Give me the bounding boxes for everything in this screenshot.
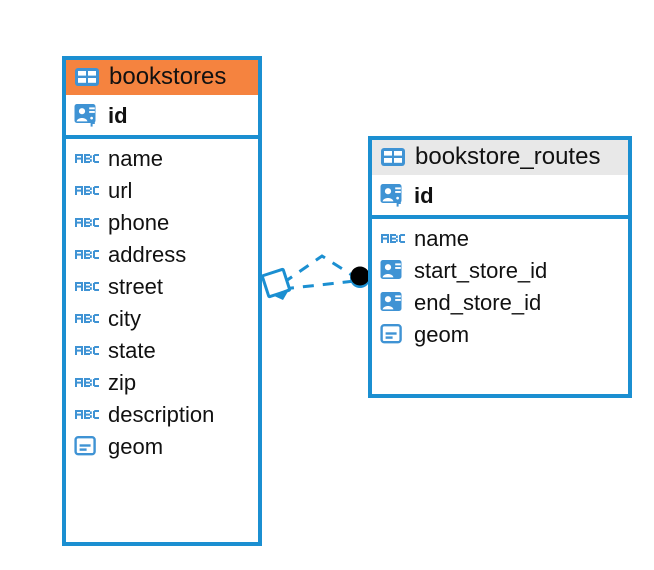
field-list-bookstores: name url bbox=[66, 139, 258, 467]
field-row-address[interactable]: address bbox=[66, 238, 258, 270]
abc-text-icon bbox=[75, 218, 99, 228]
geometry-icon bbox=[74, 436, 96, 456]
abc-text-icon bbox=[75, 282, 99, 292]
foreign-key-icon bbox=[380, 292, 402, 312]
abc-text-icon bbox=[75, 346, 99, 356]
entity-header-bookstore-routes[interactable]: bookstore_routes bbox=[372, 140, 628, 176]
relationship-line-upper bbox=[282, 254, 356, 285]
entity-bookstores[interactable]: bookstores id bbox=[62, 56, 262, 546]
field-name: city bbox=[108, 305, 141, 331]
field-row-geom[interactable]: geom bbox=[372, 318, 628, 350]
primary-key-separator bbox=[372, 215, 628, 220]
entity-header-bookstores[interactable]: bookstores bbox=[66, 60, 258, 96]
entity-title: bookstore_routes bbox=[415, 143, 601, 170]
field-row-state[interactable]: state bbox=[66, 334, 258, 366]
field-row-url[interactable]: url bbox=[66, 174, 258, 206]
field-name: phone bbox=[108, 209, 170, 235]
field-name: start_store_id bbox=[414, 257, 548, 283]
abc-text-icon bbox=[381, 234, 405, 244]
field-row-pk[interactable]: id bbox=[66, 95, 258, 135]
field-name: id bbox=[414, 182, 434, 208]
field-name: url bbox=[108, 177, 133, 203]
primary-key-separator bbox=[66, 135, 258, 140]
foreign-key-icon bbox=[380, 260, 402, 280]
field-name: geom bbox=[414, 321, 470, 347]
abc-text-icon bbox=[75, 250, 99, 260]
field-row-pk[interactable]: id bbox=[372, 175, 628, 215]
abc-text-icon bbox=[75, 186, 99, 196]
field-row-name[interactable]: name bbox=[372, 222, 628, 254]
field-name: zip bbox=[108, 369, 137, 395]
primary-key-icon bbox=[380, 184, 402, 207]
field-row-zip[interactable]: zip bbox=[66, 366, 258, 398]
field-name: address bbox=[108, 241, 187, 267]
abc-text-icon bbox=[75, 410, 99, 420]
abc-text-icon bbox=[75, 378, 99, 388]
field-name: state bbox=[108, 337, 156, 363]
field-name: end_store_id bbox=[414, 289, 542, 315]
entity-bookstore-routes[interactable]: bookstore_routes id bbox=[368, 136, 632, 398]
abc-text-icon bbox=[75, 314, 99, 324]
field-row-geom[interactable]: geom bbox=[66, 430, 258, 462]
field-row-phone[interactable]: phone bbox=[66, 206, 258, 238]
field-name: name bbox=[414, 225, 470, 251]
geometry-icon bbox=[380, 324, 402, 344]
table-grid-icon bbox=[75, 68, 99, 87]
table-grid-icon bbox=[381, 148, 405, 167]
field-name: street bbox=[108, 273, 164, 299]
relationship-target-circle[interactable] bbox=[350, 266, 370, 289]
primary-key-icon bbox=[74, 104, 96, 127]
entity-title: bookstores bbox=[109, 63, 227, 90]
abc-text-icon bbox=[75, 154, 99, 164]
field-row-description[interactable]: description bbox=[66, 398, 258, 430]
field-row-start-store-id[interactable]: start_store_id bbox=[372, 254, 628, 286]
field-name: description bbox=[108, 401, 215, 427]
field-row-end-store-id[interactable]: end_store_id bbox=[372, 286, 628, 318]
field-list-bookstore-routes: name start_store_id bbox=[372, 219, 628, 355]
relationship-source-diamond[interactable] bbox=[260, 267, 292, 300]
field-row-street[interactable]: street bbox=[66, 270, 258, 302]
field-row-name[interactable]: name bbox=[66, 142, 258, 174]
field-name: geom bbox=[108, 433, 164, 459]
field-name: name bbox=[108, 145, 164, 171]
field-row-city[interactable]: city bbox=[66, 302, 258, 334]
field-name: id bbox=[108, 102, 128, 128]
relationship-line-lower bbox=[282, 279, 356, 291]
